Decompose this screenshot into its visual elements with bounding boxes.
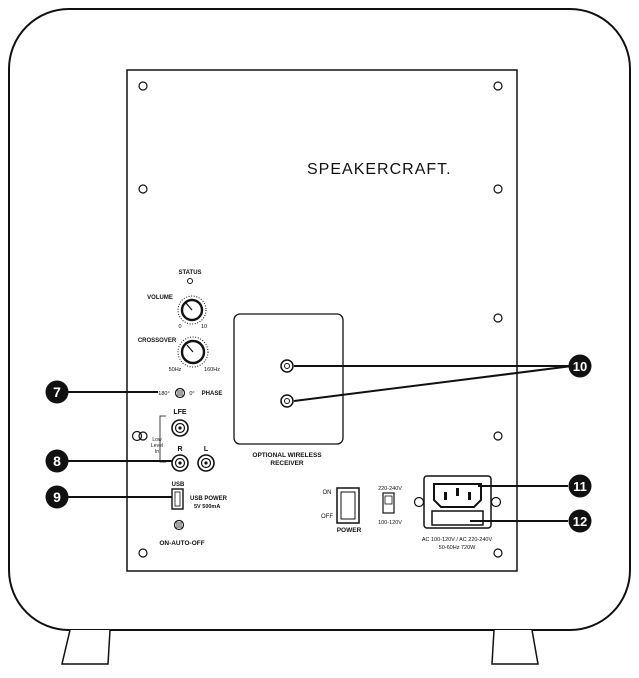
callout-12: 12 bbox=[568, 509, 592, 533]
wireless-screw-top-center bbox=[284, 363, 290, 369]
screw-icon bbox=[493, 548, 503, 558]
lfe-jack-pin bbox=[178, 426, 182, 430]
phase-180-label: 180° bbox=[158, 391, 169, 397]
ground-screw-icon bbox=[131, 430, 143, 442]
screw-icon bbox=[493, 313, 503, 323]
crossover-dial-ticks bbox=[177, 336, 209, 368]
callout-9: 9 bbox=[45, 485, 69, 509]
usb-label: USB bbox=[172, 482, 185, 488]
crossover-min-label: 50Hz bbox=[169, 367, 182, 373]
screw-icon bbox=[138, 431, 148, 441]
fuse-drawer[interactable] bbox=[431, 510, 484, 526]
callout-7: 7 bbox=[45, 380, 69, 404]
usb-port[interactable] bbox=[171, 488, 184, 510]
screw-icon bbox=[138, 81, 148, 91]
screw-icon bbox=[138, 184, 148, 194]
inlet-screw-right-icon bbox=[490, 496, 502, 508]
right-jack-pin bbox=[178, 461, 182, 465]
voltage-selector-slider bbox=[384, 495, 393, 505]
lfe-label: LFE bbox=[173, 409, 187, 416]
power-rocker-switch[interactable] bbox=[336, 487, 360, 524]
volume-knob-indicator bbox=[185, 302, 193, 311]
low-level-label-2: Level bbox=[151, 443, 163, 449]
callout-badge bbox=[568, 474, 592, 498]
screw-icon bbox=[138, 548, 148, 558]
left-jack-ring bbox=[200, 457, 212, 469]
callout-number: 11 bbox=[573, 479, 587, 494]
ac-rating-label-2: 50-60Hz 720W bbox=[439, 545, 476, 551]
volume-dial-ticks bbox=[177, 295, 207, 325]
power-off-label: OFF bbox=[321, 514, 333, 520]
callout-number: 12 bbox=[573, 514, 587, 529]
brand-logo: SPEAKERCRAFT. bbox=[307, 161, 452, 178]
iec-pin bbox=[468, 492, 471, 500]
power-label: POWER bbox=[337, 527, 362, 534]
r-label: R bbox=[177, 446, 182, 453]
callout-badge bbox=[568, 509, 592, 533]
right-foot bbox=[491, 629, 539, 665]
on-auto-off-label: ON-AUTO-OFF bbox=[159, 540, 204, 547]
wireless-label-2: RECEIVER bbox=[270, 460, 304, 467]
wireless-screw-bottom-icon bbox=[280, 394, 294, 408]
phase-0-label: 0° bbox=[189, 391, 194, 397]
voltage-low-label: 100-120V bbox=[378, 520, 402, 526]
callout-badge bbox=[568, 354, 592, 378]
volume-min-label: 0 bbox=[178, 324, 181, 330]
status-label: STATUS bbox=[178, 270, 201, 276]
screw-icon bbox=[493, 431, 503, 441]
callout-badge bbox=[45, 449, 69, 473]
callout-line-10b bbox=[293, 365, 573, 402]
voltage-selector-switch[interactable] bbox=[382, 492, 395, 514]
power-on-label: ON bbox=[323, 490, 332, 496]
inlet-screw-left-icon bbox=[413, 496, 425, 508]
low-level-label-1: Low bbox=[152, 437, 162, 443]
callout-number: 8 bbox=[53, 453, 61, 469]
screw-icon bbox=[493, 81, 503, 91]
status-led-icon bbox=[187, 278, 193, 284]
left-foot bbox=[61, 629, 111, 665]
crossover-knob-indicator bbox=[186, 344, 194, 353]
crossover-max-label: 160Hz bbox=[204, 367, 220, 373]
screw-icon bbox=[493, 184, 503, 194]
callout-11: 11 bbox=[568, 474, 592, 498]
phase-label: PHASE bbox=[202, 391, 223, 397]
wireless-label-1: OPTIONAL WIRELESS bbox=[252, 452, 322, 459]
ac-rating-label-1: AC 100-120V / AC 220-240V bbox=[422, 537, 493, 543]
lfe-jack-ring bbox=[174, 422, 186, 434]
power-rocker-inner bbox=[340, 491, 356, 520]
callout-number: 9 bbox=[53, 489, 61, 505]
callout-badge bbox=[45, 380, 69, 404]
usb-port-tongue bbox=[174, 491, 181, 507]
usb-power-label: USB POWER bbox=[190, 496, 228, 502]
callout-lines bbox=[62, 365, 573, 522]
wireless-receiver-bay bbox=[233, 313, 344, 445]
callout-number: 10 bbox=[573, 359, 587, 374]
wireless-screw-bottom-center bbox=[284, 398, 290, 404]
volume-max-label: 10 bbox=[201, 324, 207, 330]
callout-10: 10 bbox=[568, 354, 592, 378]
volume-label: VOLUME bbox=[147, 295, 173, 301]
voltage-high-label: 220-240V bbox=[378, 486, 402, 492]
usb-power-rating: 5V 500mA bbox=[194, 504, 220, 510]
wireless-screw-top-icon bbox=[280, 359, 294, 373]
low-level-label-3: In bbox=[155, 449, 159, 455]
crossover-label: CROSSOVER bbox=[138, 338, 177, 344]
right-jack-ring bbox=[174, 457, 186, 469]
plate-screws bbox=[138, 81, 503, 558]
iec-pin bbox=[456, 488, 459, 496]
callout-badge bbox=[45, 485, 69, 509]
left-jack-pin bbox=[204, 461, 208, 465]
l-label: L bbox=[204, 446, 209, 453]
callout-number: 7 bbox=[53, 384, 61, 400]
iec-pin bbox=[444, 492, 447, 500]
callout-8: 8 bbox=[45, 449, 69, 473]
